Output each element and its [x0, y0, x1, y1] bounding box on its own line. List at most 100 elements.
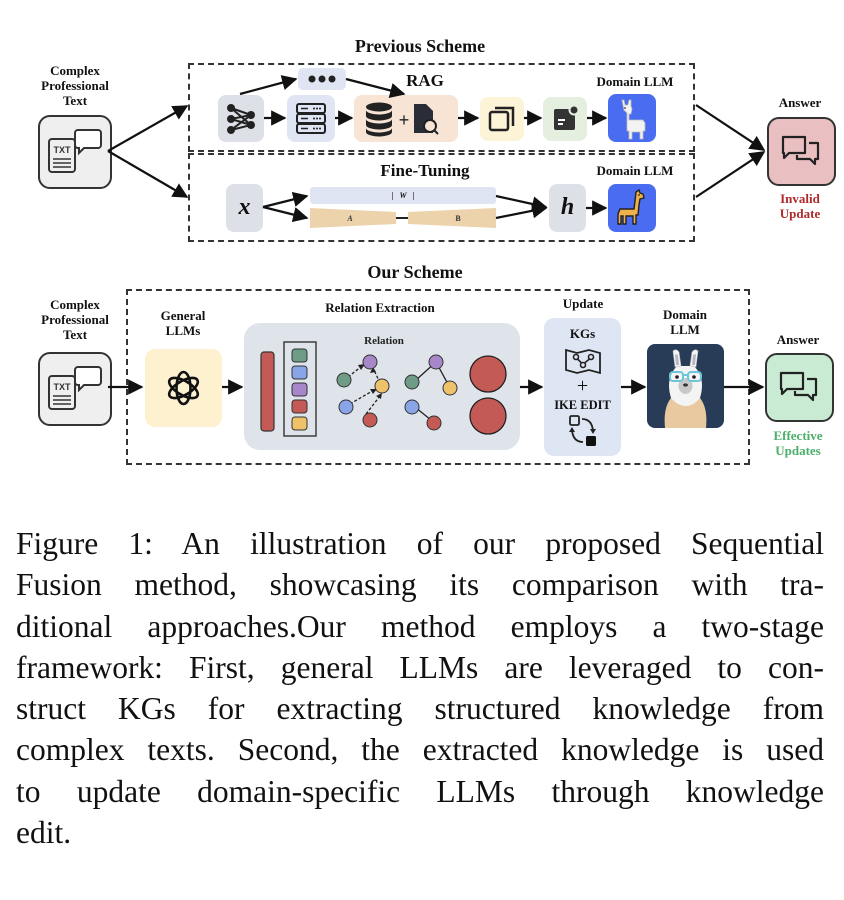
update-title: Update — [562, 296, 604, 311]
caption-line: edit. — [16, 815, 72, 851]
arrow-input-to-rag — [107, 105, 189, 152]
server-stack-icon — [296, 103, 326, 134]
prev-input-label-line: Text — [62, 92, 88, 108]
txt-document-chat-icon: TXT — [48, 366, 102, 410]
arrow-input-to-finetune — [107, 150, 189, 198]
caption-line: complex texts. Second, the extracted kno… — [16, 732, 824, 768]
weight-label-text: W — [399, 191, 407, 200]
openai-logo-icon — [167, 370, 200, 406]
rag-server-step — [287, 95, 335, 142]
database-plus-document-search-icon: + — [366, 102, 439, 137]
general-llms-line: General — [160, 308, 206, 323]
general-llms-label: General LLMs — [138, 308, 228, 339]
arrow-finetune-to-answer — [695, 151, 766, 198]
prev-result-line: Invalid — [780, 191, 820, 206]
prev-answer-box — [767, 117, 836, 186]
txt-document-chat-icon: TXT — [48, 129, 102, 173]
llama-icon — [621, 99, 646, 140]
caption-line: framework: First, general LLMs are lever… — [16, 649, 824, 685]
entity-stack-frame — [283, 341, 317, 437]
general-llms-line: LLMs — [165, 322, 201, 338]
rag-retrieval-step: + — [354, 95, 458, 142]
caption-line: ditional approaches.Our method employs a… — [16, 608, 824, 644]
prev-answer-label: Answer — [778, 95, 822, 110]
fine-tuning-output-h: h — [549, 184, 586, 232]
previous-scheme-title: Previous Scheme — [354, 36, 486, 56]
our-input-label: Complex Professional Text — [20, 297, 130, 343]
prev-result-label: Invalid Update — [760, 191, 840, 222]
our-result-line: Updates — [775, 442, 821, 458]
caption-line: struct KGs for extracting structured kno… — [16, 691, 824, 727]
ellipsis-icon — [308, 75, 336, 83]
our-answer-label: Answer — [776, 332, 820, 347]
weight-label: | W | — [391, 191, 415, 200]
relation-extraction-graphic: Relation — [260, 335, 507, 437]
arrow-rag-to-answer — [695, 104, 766, 151]
plus-sign: + — [576, 375, 589, 397]
rag-model-label: Domain LLM — [596, 74, 674, 89]
svg-text:TXT: TXT — [54, 382, 72, 392]
our-input-text-box: TXT — [38, 352, 112, 426]
domain-llm-line: Domain — [662, 307, 708, 322]
fine-tuning-region — [188, 153, 695, 242]
lora-b-label: B — [455, 214, 461, 223]
llama-icon — [617, 188, 645, 225]
prev-input-text-box: TXT — [38, 115, 112, 189]
our-input-label-line: Complex — [50, 297, 100, 312]
domain-llm-label: Domain LLM — [640, 307, 730, 338]
rag-title: RAG — [406, 71, 444, 90]
fine-tuning-model-label: Domain LLM — [596, 163, 674, 178]
llama-with-glasses-icon — [664, 349, 707, 428]
chat-bubbles-icon — [779, 371, 818, 402]
our-result-label: Effective Updates — [758, 428, 838, 459]
fine-tuning-title: Fine-Tuning — [380, 161, 470, 180]
relation-extraction-title: Relation Extraction — [325, 300, 435, 315]
our-scheme-title: Our Scheme — [367, 262, 463, 282]
neural-network-icon — [227, 104, 255, 134]
domain-llm-line: LLM — [670, 321, 700, 337]
knowledge-graph-map-icon — [565, 348, 601, 375]
our-scheme-region — [126, 289, 750, 465]
rag-region — [188, 63, 695, 152]
rag-neural-network-step — [218, 95, 264, 142]
fine-tuning-domain-llm — [608, 184, 656, 232]
our-input-label-line: Professional — [41, 311, 109, 327]
weight-matrix-w: | W | — [310, 187, 496, 204]
fine-tuning-input-x: x — [226, 184, 263, 232]
general-llms-box — [145, 349, 222, 427]
input-symbol-x: x — [238, 194, 251, 220]
update-box: KGs + IKE EDIT — [544, 318, 621, 456]
prev-input-label-line: Professional — [41, 77, 109, 93]
output-node-1 — [469, 355, 507, 393]
caption-line: Figure 1: An illustration of our propose… — [16, 526, 824, 561]
domain-llm-box — [647, 344, 724, 428]
prev-input-label-line: Complex — [50, 63, 100, 78]
rag-copy-step — [480, 97, 524, 141]
figure-caption: Figure 1: An illustration of our propose… — [16, 523, 824, 853]
caption-line: Fusion method, showcasing its comparison… — [16, 567, 824, 603]
our-input-label-line: Text — [62, 326, 88, 342]
notification-document-icon — [554, 104, 580, 130]
our-result-line: Effective — [773, 428, 823, 443]
edit-swap-icon — [569, 415, 596, 446]
lora-adapters: A B — [310, 208, 496, 228]
caption-line: to update domain-specific LLMs through k… — [16, 773, 824, 809]
rag-ellipsis-step — [298, 68, 346, 90]
kgs-label: KGs — [569, 326, 596, 341]
lora-a-label: A — [346, 214, 353, 223]
output-symbol-h: h — [560, 194, 575, 220]
output-node-2 — [469, 397, 507, 435]
our-answer-box — [765, 353, 834, 422]
relation-extraction-box: Relation — [244, 323, 520, 450]
svg-text:+: + — [399, 110, 410, 130]
token-bar — [260, 351, 275, 432]
ike-edit-label: IKE EDIT — [554, 398, 611, 412]
prev-input-label: Complex Professional Text — [20, 63, 130, 109]
rag-domain-llm — [608, 94, 656, 142]
lora-a-matrix — [310, 208, 396, 228]
svg-text:TXT: TXT — [54, 145, 72, 155]
lora-b-matrix — [408, 208, 496, 228]
copy-windows-icon — [488, 106, 515, 132]
chat-bubbles-icon — [781, 135, 820, 166]
prev-result-line: Update — [779, 205, 821, 221]
